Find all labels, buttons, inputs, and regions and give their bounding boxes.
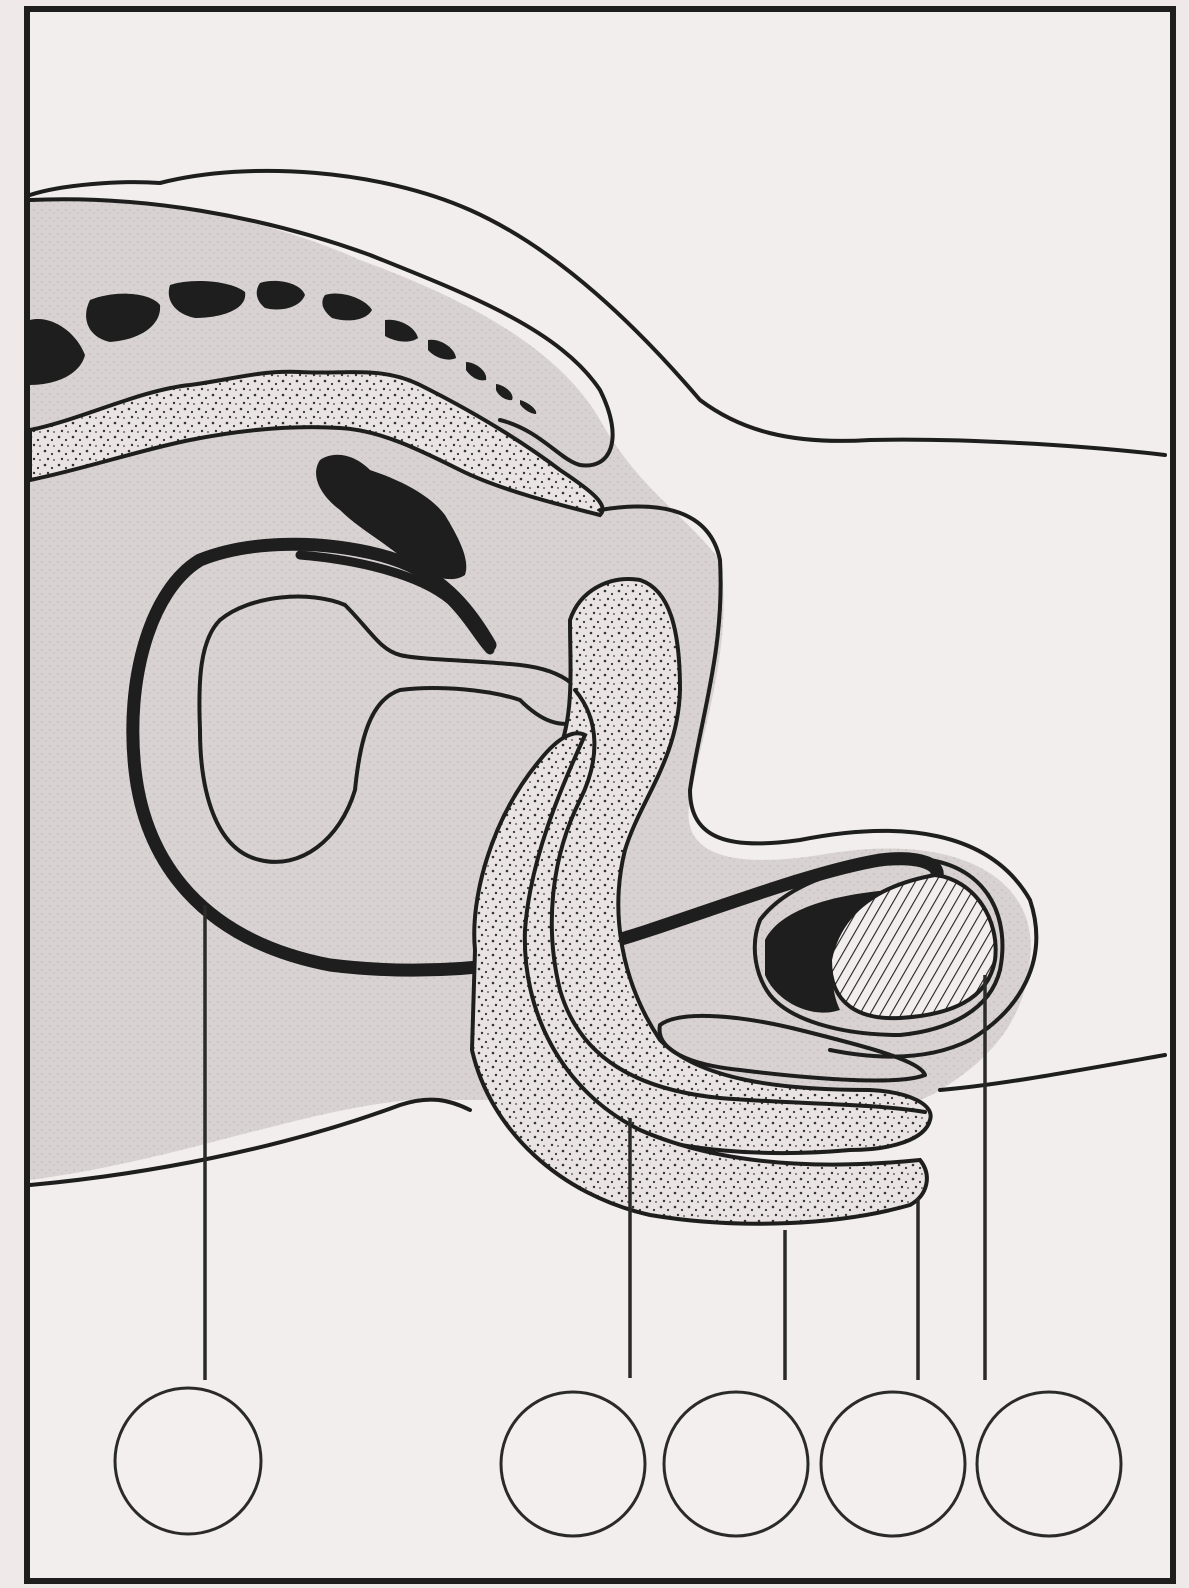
label-marker-1[interactable] — [115, 1388, 261, 1534]
label-marker-5[interactable] — [977, 1392, 1121, 1536]
label-marker-2[interactable] — [501, 1392, 645, 1536]
label-marker-4[interactable] — [821, 1392, 965, 1536]
label-marker-3[interactable] — [664, 1392, 808, 1536]
